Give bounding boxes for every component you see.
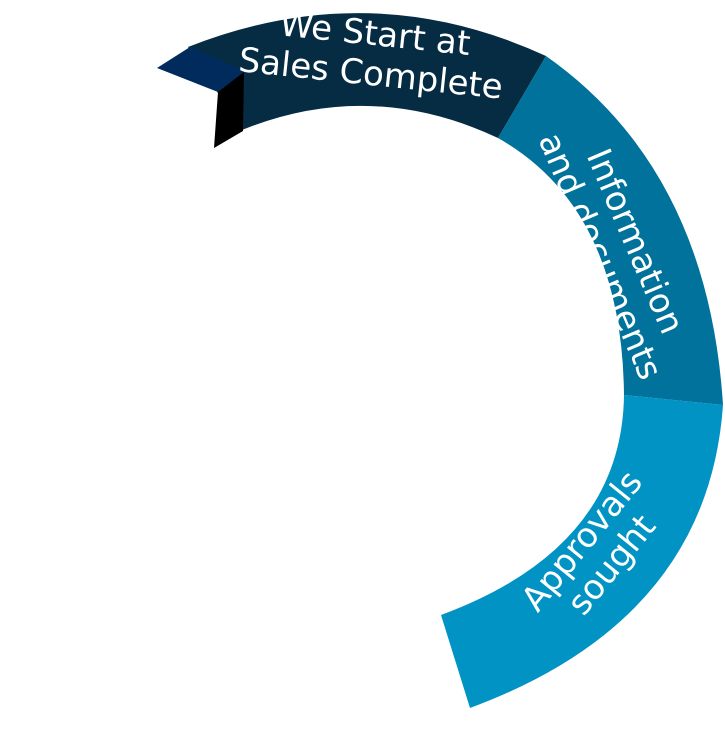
ribbon-fold: [214, 72, 244, 148]
segment-approvals: [441, 395, 723, 708]
arrow-tip-flag: [157, 47, 247, 92]
segment-information: [498, 56, 723, 405]
segment-sales-complete: [188, 13, 546, 138]
